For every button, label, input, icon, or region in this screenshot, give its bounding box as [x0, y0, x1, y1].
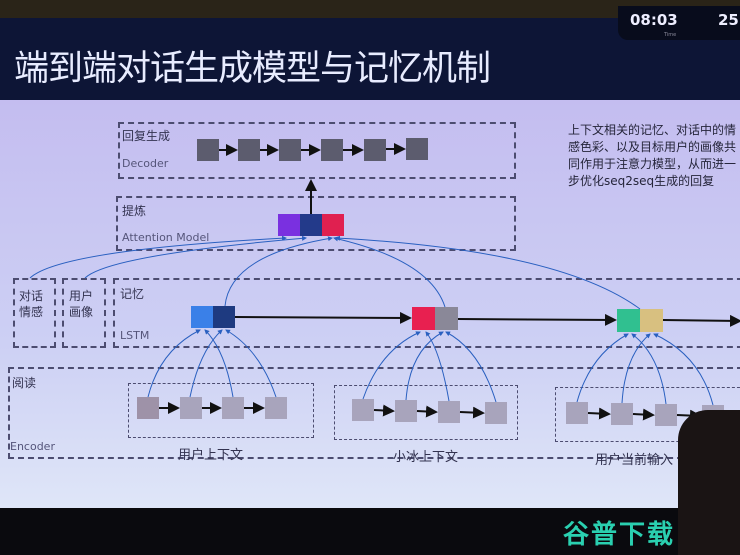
encoder-group-label: 用户上下文	[178, 448, 244, 463]
lstm-cell	[412, 307, 458, 330]
encoder-cell	[438, 401, 460, 423]
decoder-cell	[364, 139, 386, 161]
decoder-cell	[279, 139, 301, 161]
presenter-silhouette	[678, 410, 740, 555]
lstm-segment	[213, 306, 235, 328]
encoder-group-label: 用户当前输入	[595, 453, 674, 468]
decoder-box	[118, 122, 516, 179]
persona-box	[62, 278, 106, 348]
attention-segment	[322, 214, 344, 236]
attention-segment	[300, 214, 322, 236]
clock-time: 08:03	[630, 11, 678, 29]
slide-title: 端到端对话生成模型与记忆机制	[14, 49, 491, 89]
encoder-cell	[222, 397, 244, 419]
encoder-group-box	[334, 385, 518, 440]
decoder-cell	[197, 139, 219, 161]
explanation-note: 上下文相关的记忆、对话中的情感色彩、以及目标用户的画像共同作用于注意力模型，从而…	[568, 123, 737, 188]
encoder-cell	[352, 399, 374, 421]
decoder-label-cn: 回复生成	[122, 129, 171, 143]
attention-links	[29, 235, 714, 406]
attention-vector	[278, 214, 344, 236]
clock-time-label: Time	[664, 32, 677, 38]
encoder-cell	[485, 402, 507, 424]
decoder-cell	[321, 139, 343, 161]
attention-box	[116, 196, 516, 251]
encoder-cell	[566, 402, 588, 424]
encoder-box	[8, 367, 740, 459]
encoder-label-cn: 阅读	[12, 376, 37, 390]
emotion-label: 对话情感	[19, 289, 44, 319]
lstm-segment	[412, 307, 435, 330]
background-wall	[0, 0, 740, 22]
clock-date: 25	[718, 11, 739, 29]
encoder-cell	[265, 397, 287, 419]
clock-panel	[618, 6, 740, 40]
lstm-cell	[191, 306, 235, 328]
lstm-segment	[191, 306, 213, 328]
attention-label-cn: 提炼	[122, 204, 147, 218]
watermark-logo: 谷普下载	[563, 520, 676, 550]
encoder-label-en: Encoder	[10, 440, 55, 453]
encoder-cell	[611, 403, 633, 425]
encoder-cell	[180, 397, 202, 419]
sequence-arrows	[159, 143, 740, 422]
memory-label-cn: 记忆	[120, 287, 145, 301]
lstm-segment	[435, 307, 458, 330]
lstm-segment	[617, 309, 640, 332]
decoder-label-en: Decoder	[122, 157, 169, 170]
persona-label: 用户画像	[69, 289, 94, 319]
attention-segment	[278, 214, 300, 236]
encoder-cell	[395, 400, 417, 422]
encoder-group-label: 小冰上下文	[393, 450, 459, 465]
slide-body	[0, 100, 740, 508]
attention-label-en: Attention Model	[122, 231, 210, 244]
encoder-group-box	[128, 383, 314, 438]
emotion-box	[13, 278, 56, 348]
lstm-cell	[617, 309, 663, 332]
encoder-group-box	[555, 387, 740, 442]
decoder-cell	[406, 138, 428, 160]
encoder-cell	[137, 397, 159, 419]
encoder-cell	[655, 404, 677, 426]
decoder-cell	[238, 139, 260, 161]
lstm-segment	[640, 309, 663, 332]
memory-label-en: LSTM	[120, 329, 150, 342]
title-bar	[0, 18, 740, 104]
